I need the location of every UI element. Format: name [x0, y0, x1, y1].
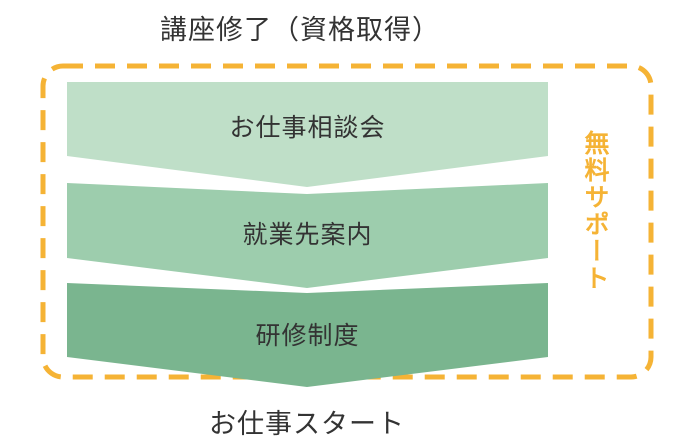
step-label-2: 就業先案内 [242, 220, 373, 249]
top-label: 講座修了（資格取得） [160, 15, 440, 46]
step-shape-1 [67, 82, 548, 187]
step-label-1: お仕事相談会 [229, 113, 386, 142]
step-shape-3 [67, 283, 548, 387]
bottom-label: お仕事スタート [209, 409, 405, 440]
step-label-3: 研修制度 [255, 321, 360, 350]
step-shape-2 [67, 183, 548, 288]
support-label: 無料サポート [581, 130, 610, 292]
